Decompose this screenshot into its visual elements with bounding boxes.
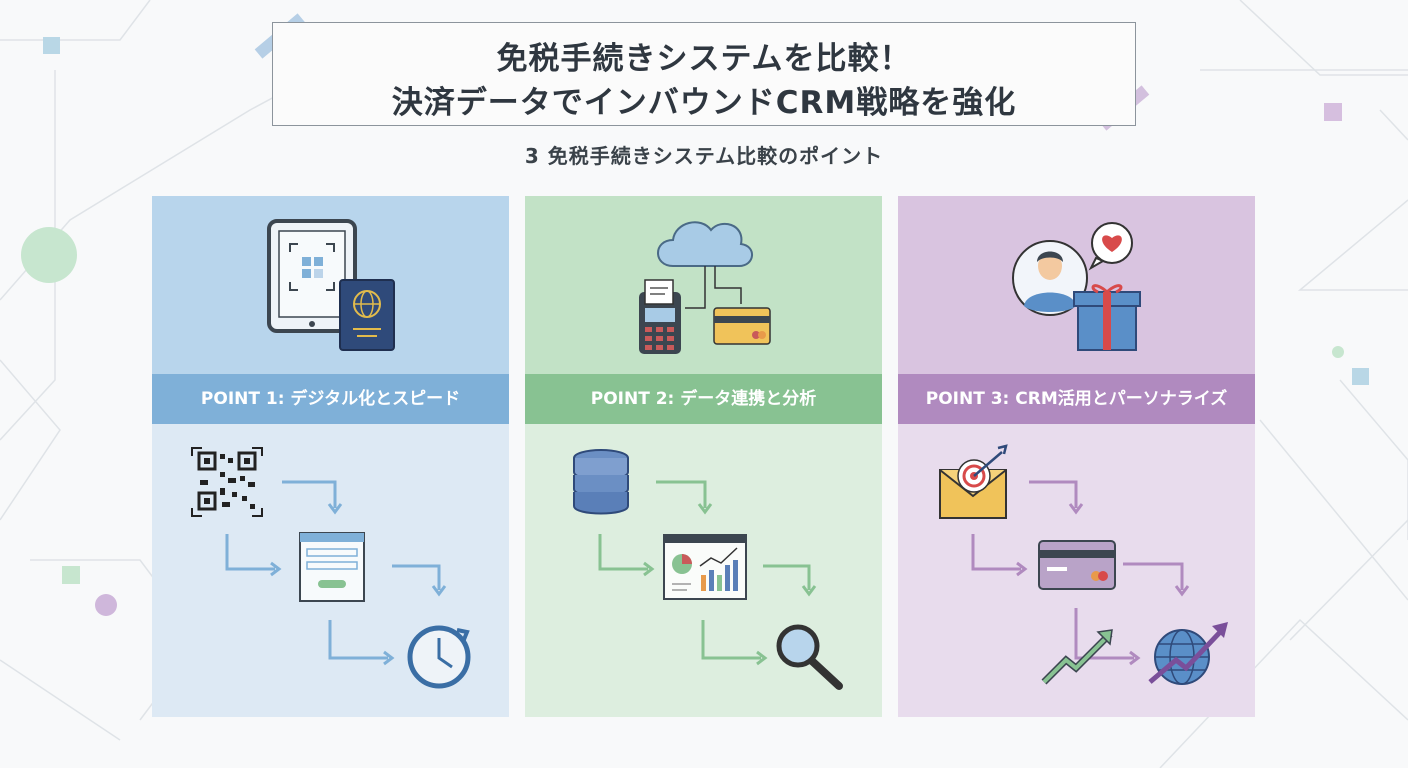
deco-square-blue-right xyxy=(1352,368,1369,385)
customer-avatar-icon xyxy=(1012,240,1088,316)
credit-card-icon xyxy=(713,307,771,345)
payment-terminal-icon xyxy=(639,279,681,354)
passport-icon xyxy=(339,279,395,351)
deco-circle-green xyxy=(21,227,77,283)
credit-card-icon-2 xyxy=(1038,540,1116,590)
form-window-icon xyxy=(299,532,365,602)
subtitle: 3 免税手続きシステム比較のポイント xyxy=(524,144,884,168)
point-3-panel: POINT 3: CRM活用とパーソナライズ xyxy=(898,196,1255,717)
deco-circle-small-green xyxy=(1332,346,1344,358)
title-line-1: 免税手続きシステムを比較！ xyxy=(496,41,912,77)
point-2-illustration xyxy=(525,196,882,374)
gift-box-icon xyxy=(1073,284,1141,351)
deco-square-purple xyxy=(1324,103,1342,121)
flow-arrows xyxy=(225,480,447,666)
flow-arrows xyxy=(971,480,1190,666)
deco-square-blue xyxy=(43,37,60,54)
deco-square-green xyxy=(62,566,80,584)
flow-arrows xyxy=(598,480,817,666)
deco-circle-purple xyxy=(95,594,117,616)
point-1-illustration xyxy=(152,196,509,374)
magnifier-icon xyxy=(776,624,843,690)
growth-arrow-icon xyxy=(1041,629,1113,685)
target-email-icon xyxy=(939,444,1008,519)
clock-refresh-icon xyxy=(407,625,471,689)
tablet-qr-icon xyxy=(267,219,357,333)
qr-code-icon xyxy=(191,447,263,517)
title-line-2: 決済データでインバウンドCRM戦略を強化 xyxy=(391,85,1017,121)
point-2-flow xyxy=(525,424,882,717)
point-3-illustration xyxy=(898,196,1255,374)
point-1-label: POINT 1: デジタル化とスピード xyxy=(152,374,509,424)
point-2-panel: POINT 2: データ連携と分析 xyxy=(525,196,882,717)
database-icon xyxy=(573,449,629,515)
cloud-icon xyxy=(657,221,753,267)
connection-lines xyxy=(685,266,742,309)
heart-bubble-icon xyxy=(1088,222,1133,271)
point-1-flow xyxy=(152,424,509,717)
point-3-flow xyxy=(898,424,1255,717)
point-3-label: POINT 3: CRM活用とパーソナライズ xyxy=(898,374,1255,424)
global-growth-icon xyxy=(1148,622,1228,685)
title-box: 免税手続きシステムを比較！ 決済データでインバウンドCRM戦略を強化 xyxy=(272,22,1136,126)
point-1-panel: POINT 1: デジタル化とスピード xyxy=(152,196,509,717)
analytics-dashboard-icon xyxy=(663,534,747,600)
point-2-label: POINT 2: データ連携と分析 xyxy=(525,374,882,424)
